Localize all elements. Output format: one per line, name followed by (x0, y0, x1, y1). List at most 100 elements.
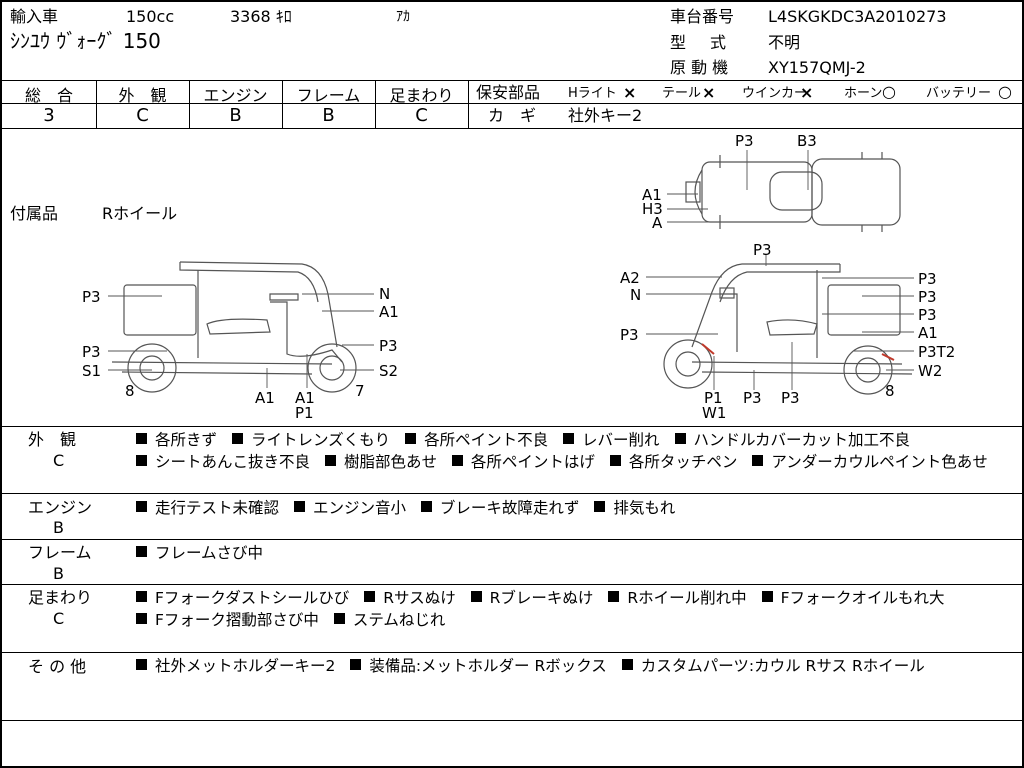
detail-grade-engine: B (53, 518, 64, 537)
list-item: ライトレンズくもり (250, 431, 391, 449)
list-item: 排気もれ (613, 499, 676, 517)
diagram-label: N (379, 285, 391, 303)
header-divider (2, 80, 1024, 81)
diagram-label: A1 (255, 389, 275, 407)
diagram-label: S1 (82, 362, 102, 380)
chassis-value: L4SKGKDC3A2010273 (768, 7, 947, 26)
list-item: ブレーキ故障走れず (439, 499, 580, 517)
diagram-label: P3 (620, 326, 639, 344)
detail-items-suspension: Fフォークダストシールひび Rサスぬけ Rブレーキぬけ Rホイール削れ中 Fフォ… (136, 587, 1020, 631)
detail-items-frame: フレームさび中 (136, 542, 1016, 564)
list-item: ステムねじれ (352, 611, 446, 629)
diagram-label: 8 (885, 382, 895, 400)
list-item: Fフォークオイルもれ大 (780, 589, 945, 607)
list-item: フレームさび中 (155, 544, 264, 562)
model-name: ｼﾝﾕｳ ｳﾞｫｰｸﾞ 150 (10, 29, 161, 53)
diagram-label: P3 (753, 241, 772, 259)
list-item: Rサスぬけ (383, 589, 456, 607)
detail-category-frame: フレーム (28, 543, 92, 562)
list-item: Rブレーキぬけ (489, 589, 594, 607)
diagram-label: W2 (918, 362, 943, 380)
diagram-label: P1 (295, 404, 314, 422)
diagram-label: B3 (797, 132, 817, 150)
safety-mark-winker: × (800, 83, 814, 102)
detail-items-exterior: 各所きず ライトレンズくもり 各所ペイント不良 レバー削れ ハンドルカバーカット… (136, 429, 1016, 473)
list-item: Fフォーク摺動部さび中 (155, 611, 319, 629)
score-overall: 3 (43, 105, 55, 126)
left-side-view (111, 261, 357, 393)
score-divider (189, 80, 190, 128)
diagram-label: P3T2 (918, 343, 956, 361)
list-item: ハンドルカバーカット加工不良 (693, 431, 911, 449)
safety-mark-tail: × (702, 83, 716, 102)
detail-items-engine: 走行テスト未確認 エンジン音小 ブレーキ故障走れず 排気もれ (136, 497, 1016, 519)
diagram-label: P3 (743, 389, 762, 407)
list-item: 走行テスト未確認 (155, 499, 280, 517)
row-divider (2, 720, 1024, 721)
diagram-label: P3 (918, 288, 937, 306)
list-item: 社外メットホルダーキー2 (155, 657, 336, 675)
list-item: アンダーカウルペイント色あせ (771, 453, 988, 471)
safety-item-horn: ホーン (844, 86, 883, 101)
diagram-bottom-line (2, 426, 1024, 427)
diagram-label: P3 (82, 288, 101, 306)
list-item: Fフォークダストシールひび (155, 589, 350, 607)
detail-category-exterior: 外 観 (28, 430, 77, 449)
type-label: 型 式 (670, 33, 731, 52)
diagram-label: P3 (379, 337, 398, 355)
diagram-label: P3 (918, 306, 937, 324)
list-item: 各所きず (155, 431, 218, 449)
diagram-label: W1 (702, 404, 727, 422)
safety-label: 保安部品 (476, 83, 541, 102)
key-value: 社外キー2 (568, 106, 643, 125)
diagram-label: P1 (704, 389, 723, 407)
diagram-label: 7 (355, 382, 365, 400)
engine-model-value: XY157QMJ-2 (768, 58, 866, 77)
score-engine: B (229, 105, 242, 126)
list-item: 樹脂部色あせ (343, 453, 437, 471)
safety-mark-headlight: × (623, 83, 637, 102)
safety-item-tail: テール (662, 86, 702, 101)
list-item: レバー削れ (582, 431, 660, 449)
score-header-exterior: 外 観 (118, 86, 167, 105)
diagram-label: P3 (781, 389, 800, 407)
detail-items-other: 社外メットホルダーキー2 装備品:メットホルダー Rボックス カスタムパーツ:カ… (136, 655, 1020, 677)
detail-grade-suspension: C (53, 609, 65, 628)
diagram-label: A1 (379, 303, 399, 321)
chassis-label: 車台番号 (670, 7, 735, 26)
score-suspension: C (415, 105, 428, 126)
safety-item-winker: ウインカー (742, 86, 808, 101)
score-exterior: C (136, 105, 149, 126)
diagram-label: A (652, 214, 663, 232)
type-value: 不明 (768, 33, 801, 52)
detail-grade-exterior: C (53, 451, 65, 470)
score-header-frame: フレーム (296, 86, 361, 105)
safety-item-battery: バッテリー (926, 86, 992, 101)
list-item: 装備品:メットホルダー Rボックス (369, 657, 607, 675)
row-divider (2, 584, 1024, 585)
displacement: 150cc (126, 7, 175, 26)
score-frame: B (322, 105, 335, 126)
score-divider (96, 80, 97, 128)
score-divider (375, 80, 376, 128)
detail-grade-frame: B (53, 564, 64, 583)
score-mid-line (2, 103, 1024, 104)
right-side-view (663, 263, 913, 395)
score-header-overall: 総 合 (24, 86, 73, 105)
score-divider (282, 80, 283, 128)
diagram-label: N (630, 286, 642, 304)
import-label: 輸入車 (10, 7, 59, 26)
row-divider (2, 652, 1024, 653)
detail-category-other: そ の 他 (28, 657, 87, 676)
score-divider (468, 80, 469, 128)
diagram-label: 8 (125, 382, 135, 400)
row-divider (2, 493, 1024, 494)
leader-lines (108, 150, 914, 390)
color-value: ｱｶ (396, 9, 410, 25)
detail-category-engine: エンジン (28, 498, 93, 517)
score-header-engine: エンジン (203, 86, 268, 105)
mileage: 3368 ｷﾛ (230, 7, 292, 26)
diagram-label: P3 (735, 132, 754, 150)
list-item: カスタムパーツ:カウル Rサス Rホイール (640, 657, 925, 675)
